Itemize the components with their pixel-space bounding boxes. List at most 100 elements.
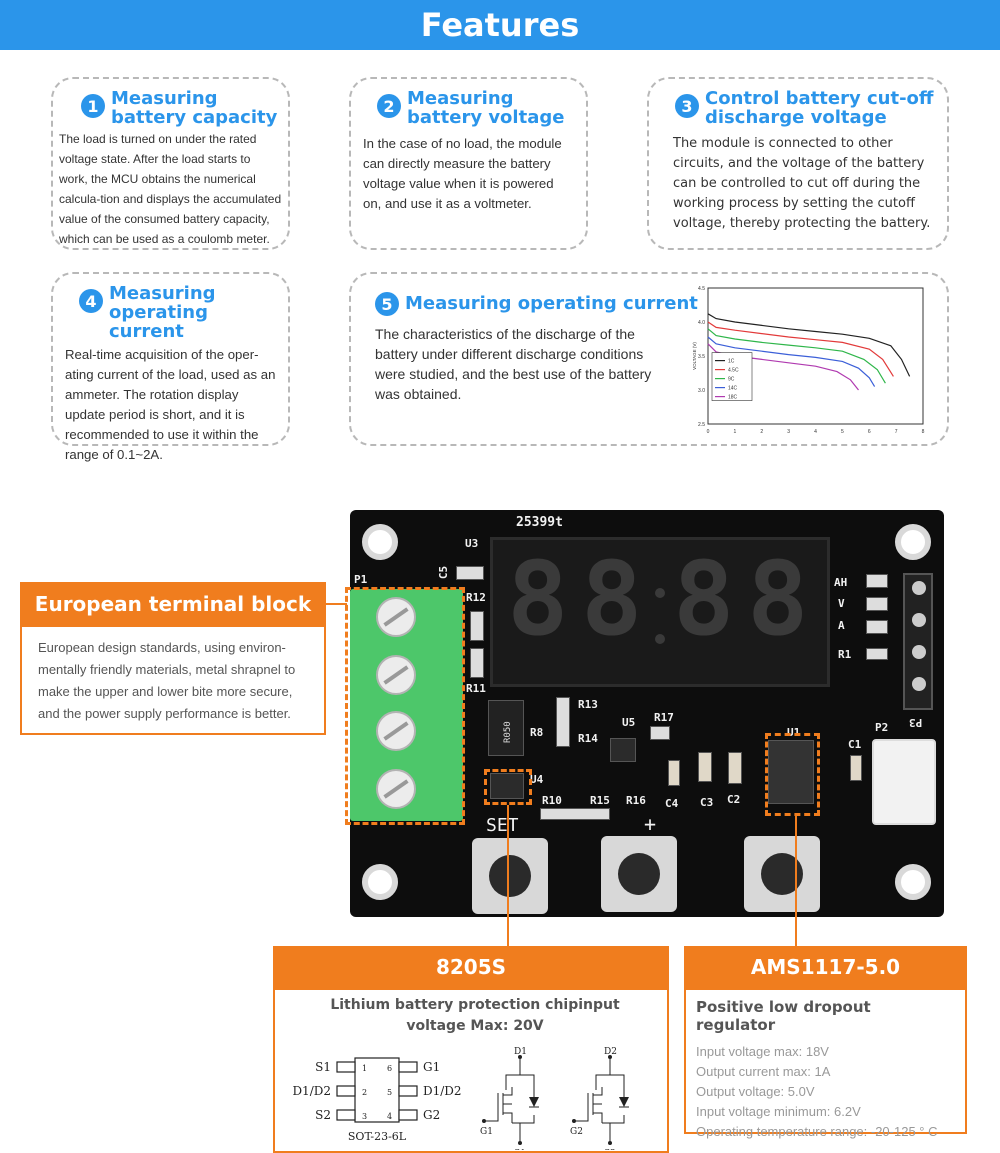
mosfet-symbol	[587, 1087, 603, 1123]
schematic-label: D2	[604, 1047, 617, 1057]
feature-title: Measuring battery capacity	[111, 88, 278, 128]
x-tick-label: 0	[707, 429, 710, 435]
p2-connector	[872, 739, 936, 825]
package-label: SOT-23-6L	[348, 1130, 407, 1143]
pin-number: 5	[387, 1088, 392, 1097]
mosfet-schematic: D1D2G1S1G2S2	[480, 1047, 629, 1150]
pin-pad	[336, 1061, 356, 1073]
mounting-hole	[362, 864, 398, 900]
silk-r10: R10	[542, 794, 562, 807]
shunt-marking: R050	[503, 721, 513, 743]
silk-r12: R12	[466, 591, 486, 604]
legend-label: 14C	[728, 386, 738, 392]
x-tick-label: 5	[841, 429, 844, 435]
screw-icon	[376, 655, 416, 695]
smd-capacitor	[850, 755, 862, 781]
silk-c3: C3	[700, 796, 714, 809]
schematic-label: D1	[514, 1047, 527, 1057]
silk-plus: +	[644, 812, 657, 836]
pin-pad	[398, 1109, 418, 1121]
feature-card-2: 2 Measuring battery voltage In the case …	[349, 77, 588, 250]
chip-u1	[768, 740, 814, 804]
silk-v: V	[838, 597, 845, 610]
terminal-highlight	[345, 587, 465, 825]
silk-u3: U3	[465, 537, 479, 550]
y-tick-label: 3.5	[698, 354, 705, 360]
smd-capacitor	[668, 760, 680, 786]
screw-icon	[376, 769, 416, 809]
smd-capacitor	[698, 752, 712, 782]
connector-line	[325, 603, 347, 605]
terminal-block	[350, 589, 463, 821]
schematic-label: S1	[514, 1149, 526, 1150]
silk-r8: R8	[530, 726, 544, 739]
source-wire	[602, 1090, 625, 1141]
plus-button[interactable]	[601, 836, 677, 912]
drain-wire	[595, 1059, 625, 1090]
display-digit: 8	[673, 540, 735, 659]
series-line	[707, 336, 876, 387]
shunt-resistor: R050	[488, 700, 524, 756]
y-tick-label: 3.0	[698, 388, 705, 394]
y-tick-label: 2.5	[698, 422, 705, 428]
mounting-hole	[362, 524, 398, 560]
pin-left-label: S1	[315, 1060, 331, 1074]
pin-right-label: G1	[423, 1060, 440, 1074]
connector-line	[795, 816, 797, 946]
spec-line: Output voltage: 5.0V	[696, 1084, 815, 1099]
drain-wire	[505, 1059, 535, 1090]
silk-r15: R15	[590, 794, 610, 807]
silk-p2: P2	[875, 721, 889, 734]
mounting-hole	[895, 864, 931, 900]
pin-number: 1	[362, 1064, 367, 1073]
silk-c2: C2	[727, 793, 741, 806]
third-button[interactable]	[744, 836, 820, 912]
board-code: 25399t	[516, 515, 563, 530]
spec-line: Output current max: 1A	[696, 1064, 831, 1079]
feature-text: The load is turned on under the rated vo…	[59, 132, 282, 246]
pin-number: 4	[387, 1112, 392, 1121]
silk-p1: P1	[354, 573, 368, 586]
chip-ams-subtitle: Positive low dropout regulator	[696, 998, 871, 1034]
legend-label: 1C	[728, 359, 735, 365]
terminal-panel: European design standards, using environ…	[20, 625, 326, 735]
source-wire	[512, 1090, 535, 1141]
series-line	[707, 328, 886, 384]
spec-line: Operating temperature range: -20-125 ° C	[696, 1124, 938, 1139]
silk-a: A	[838, 619, 845, 632]
display-colon	[655, 634, 665, 644]
feature-text: Real-time acquisition of the oper-ating …	[65, 347, 276, 462]
series-line	[707, 313, 911, 377]
y-axis-label: VOLTAGE (V)	[692, 342, 697, 370]
pin-right-label: D1/D2	[423, 1084, 462, 1098]
y-tick-label: 4.5	[698, 286, 705, 292]
pin-pad	[398, 1085, 418, 1097]
number-1-icon: 1	[81, 94, 105, 118]
silk-c1: C1	[848, 738, 862, 751]
mounting-hole	[895, 524, 931, 560]
diode-icon	[619, 1097, 629, 1107]
set-button[interactable]	[472, 838, 548, 914]
number-3-icon: 3	[675, 94, 699, 118]
screw-icon	[376, 597, 416, 637]
chip-ams-panel: Positive low dropout regulator Input vol…	[684, 988, 967, 1139]
smd-resistor	[470, 648, 484, 678]
smd-led	[866, 574, 888, 588]
chip-8205s-title: 8205S	[273, 946, 669, 988]
x-tick-label: 1	[733, 429, 736, 435]
display-digit: 8	[581, 540, 643, 659]
feature-text: The characteristics of the discharge of …	[375, 326, 652, 402]
x-tick-label: 3	[787, 429, 790, 435]
node-dot	[608, 1055, 612, 1059]
feature-title: Measuring battery voltage	[407, 88, 565, 128]
feature-title: Measuring operating current	[109, 283, 216, 342]
feature-title: Measuring operating current	[405, 293, 698, 314]
silk-c5: C5	[437, 565, 451, 580]
silk-u4: U4	[530, 773, 544, 786]
smd-resistor	[470, 611, 484, 641]
feature-card-1: 1 Measuring battery capacity The load is…	[51, 77, 290, 250]
pin-right-label: G2	[423, 1108, 440, 1122]
pin	[912, 613, 926, 627]
